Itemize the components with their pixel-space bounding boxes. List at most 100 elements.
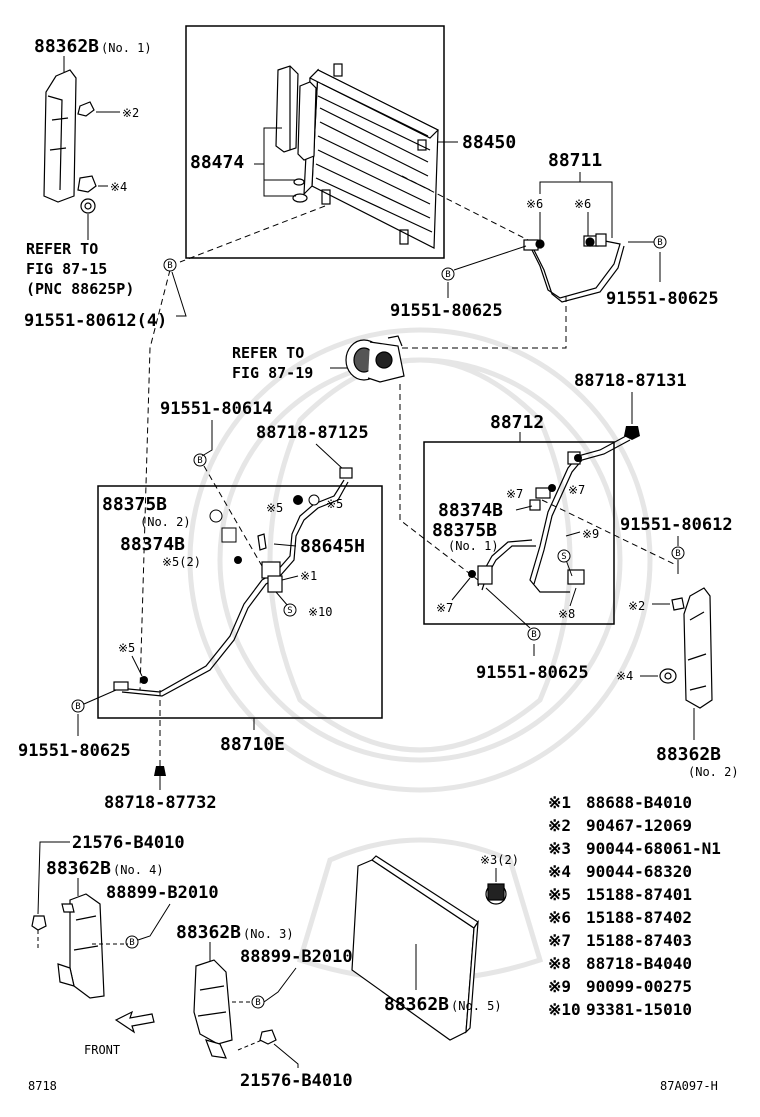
label-88375B-r-sub: (No. 1)	[448, 539, 499, 553]
legend-mark: ※2	[548, 816, 571, 835]
oring-5a	[293, 495, 303, 505]
bracket-88362B-no2	[659, 587, 713, 709]
label-88374B-r: 88374B	[438, 500, 503, 521]
label-88718-87131: 88718-87131	[574, 371, 687, 391]
valve-88718-87131-img	[624, 426, 640, 440]
leader-88474	[263, 127, 296, 197]
footer-left: 8718	[28, 1079, 57, 1093]
leader-note7-c	[451, 577, 471, 601]
bolt-symbol-letter: B	[167, 261, 172, 271]
bolt-symbol-letter: B	[197, 456, 202, 466]
screw-symbol-circle	[283, 603, 297, 617]
note6-a: ※6	[526, 197, 543, 211]
legend-part-number: 90099-00275	[586, 977, 692, 996]
note5-c: ※5	[118, 641, 135, 655]
screw-symbol-letter: S	[561, 552, 566, 562]
legend-part-number: 90467-12069	[586, 816, 692, 835]
label-91551-80612: 91551-80612	[620, 515, 733, 535]
refer-8715-line2: FIG 87-15	[26, 260, 107, 278]
bolt-symbol-letter: B	[675, 549, 680, 559]
label-88374B-l: 88374B	[120, 534, 185, 555]
legend-part-number: 88718-B4040	[586, 954, 692, 973]
legend-part-number: 93381-15010	[586, 1000, 692, 1019]
dashed-connectors	[139, 175, 677, 768]
legend-mark: ※6	[548, 908, 571, 927]
oring-5-2	[234, 556, 242, 564]
footer-right: 87A097-H	[660, 1079, 718, 1093]
bolt-symbol-circle	[671, 546, 685, 560]
bolt-symbol-circle	[163, 258, 177, 272]
legend-mark: ※9	[548, 977, 571, 996]
leader-88645H	[273, 543, 297, 547]
receiver-dryer-88474	[275, 65, 317, 203]
screw-symbol-letter: S	[287, 606, 292, 616]
leader-91551-80614	[201, 420, 213, 457]
front-label: FRONT	[84, 1043, 120, 1057]
pipe-88710E	[113, 467, 353, 697]
oring-7b	[574, 454, 582, 462]
leader-88374B-r	[515, 505, 533, 511]
bolt-symbol-letter: B	[129, 938, 134, 948]
screw-symbol-circle	[557, 549, 571, 563]
valve-88718-87732-img	[154, 766, 166, 776]
legend-mark: ※3	[548, 839, 571, 858]
oring-7c	[468, 570, 476, 578]
oring-5c	[140, 676, 148, 684]
pipe-88711	[523, 233, 625, 303]
note10: ※10	[308, 605, 333, 619]
label-88362B-no2: 88362B	[656, 744, 721, 765]
leader-note9b	[565, 559, 573, 577]
bolt-symbol-letter: B	[445, 270, 450, 280]
legend-part-number: 90044-68320	[586, 862, 692, 881]
seal-88362B-no5	[351, 855, 479, 1041]
note4-r: ※4	[616, 669, 633, 683]
leader-note5-c	[131, 655, 143, 677]
label-88899-B2010-a: 88899-B2010	[106, 883, 219, 903]
label-88710E: 88710E	[220, 734, 285, 755]
label-88375B-r: 88375B	[432, 520, 497, 541]
legend-part-number: 15188-87402	[586, 908, 692, 927]
leader-21576-B4010-b	[273, 1043, 299, 1068]
bracket-88711	[539, 181, 613, 194]
legend-part-number: 88688-B4010	[586, 793, 692, 812]
note7-c: ※7	[436, 601, 453, 615]
label-88362B-no3: 88362B(No. 3)	[176, 922, 294, 943]
compressor-image	[345, 335, 405, 383]
leader-88718-87125	[315, 443, 345, 471]
note5-2: ※5(2)	[162, 555, 201, 569]
legend-part-number: 15188-87401	[586, 885, 692, 904]
bolt-symbol-circle	[527, 627, 541, 641]
leader-note9	[565, 531, 581, 537]
label-21576-B4010-a: 21576-B4010	[72, 833, 185, 853]
nut-note3-img	[485, 883, 507, 905]
note3-2: ※3(2)	[480, 853, 519, 867]
note7-b: ※7	[568, 483, 585, 497]
label-88362B-no2-sub: (No. 2)	[688, 765, 739, 779]
label-91551-80625-a: 91551-80625	[390, 301, 503, 321]
note1: ※1	[300, 569, 317, 583]
label-88718-87732: 88718-87732	[104, 793, 217, 813]
note9: ※9	[582, 527, 599, 541]
legend-mark: ※4	[548, 862, 571, 881]
bolt-symbol-letter: B	[657, 238, 662, 248]
legend-part-number: 15188-87403	[586, 931, 692, 950]
label-88362B-no4: 88362B(No. 4)	[46, 858, 164, 879]
leader-91551-80612-4	[171, 271, 187, 317]
label-91551-80612-4: 91551-80612(4)	[24, 311, 167, 331]
refer-8715-line3: (PNC 88625P)	[26, 280, 134, 298]
part-88375B-l-img	[209, 509, 223, 523]
label-88711: 88711	[548, 150, 602, 171]
legend-part-number: 90044-68061-N1	[586, 839, 721, 858]
legend-mark: ※7	[548, 931, 571, 950]
label-91551-80625-b: 91551-80625	[606, 289, 719, 309]
bolt-symbol-circle	[193, 453, 207, 467]
label-88645H: 88645H	[300, 536, 365, 557]
legend-mark: ※8	[548, 954, 571, 973]
refer-8719-line2: FIG 87-19	[232, 364, 313, 382]
bolt-symbol-letter: B	[255, 998, 260, 1008]
front-arrow-icon	[114, 1010, 155, 1034]
refer-8719-line1: REFER TO	[232, 344, 304, 362]
leader-note1	[281, 575, 299, 581]
legend-mark: ※5	[548, 885, 571, 904]
